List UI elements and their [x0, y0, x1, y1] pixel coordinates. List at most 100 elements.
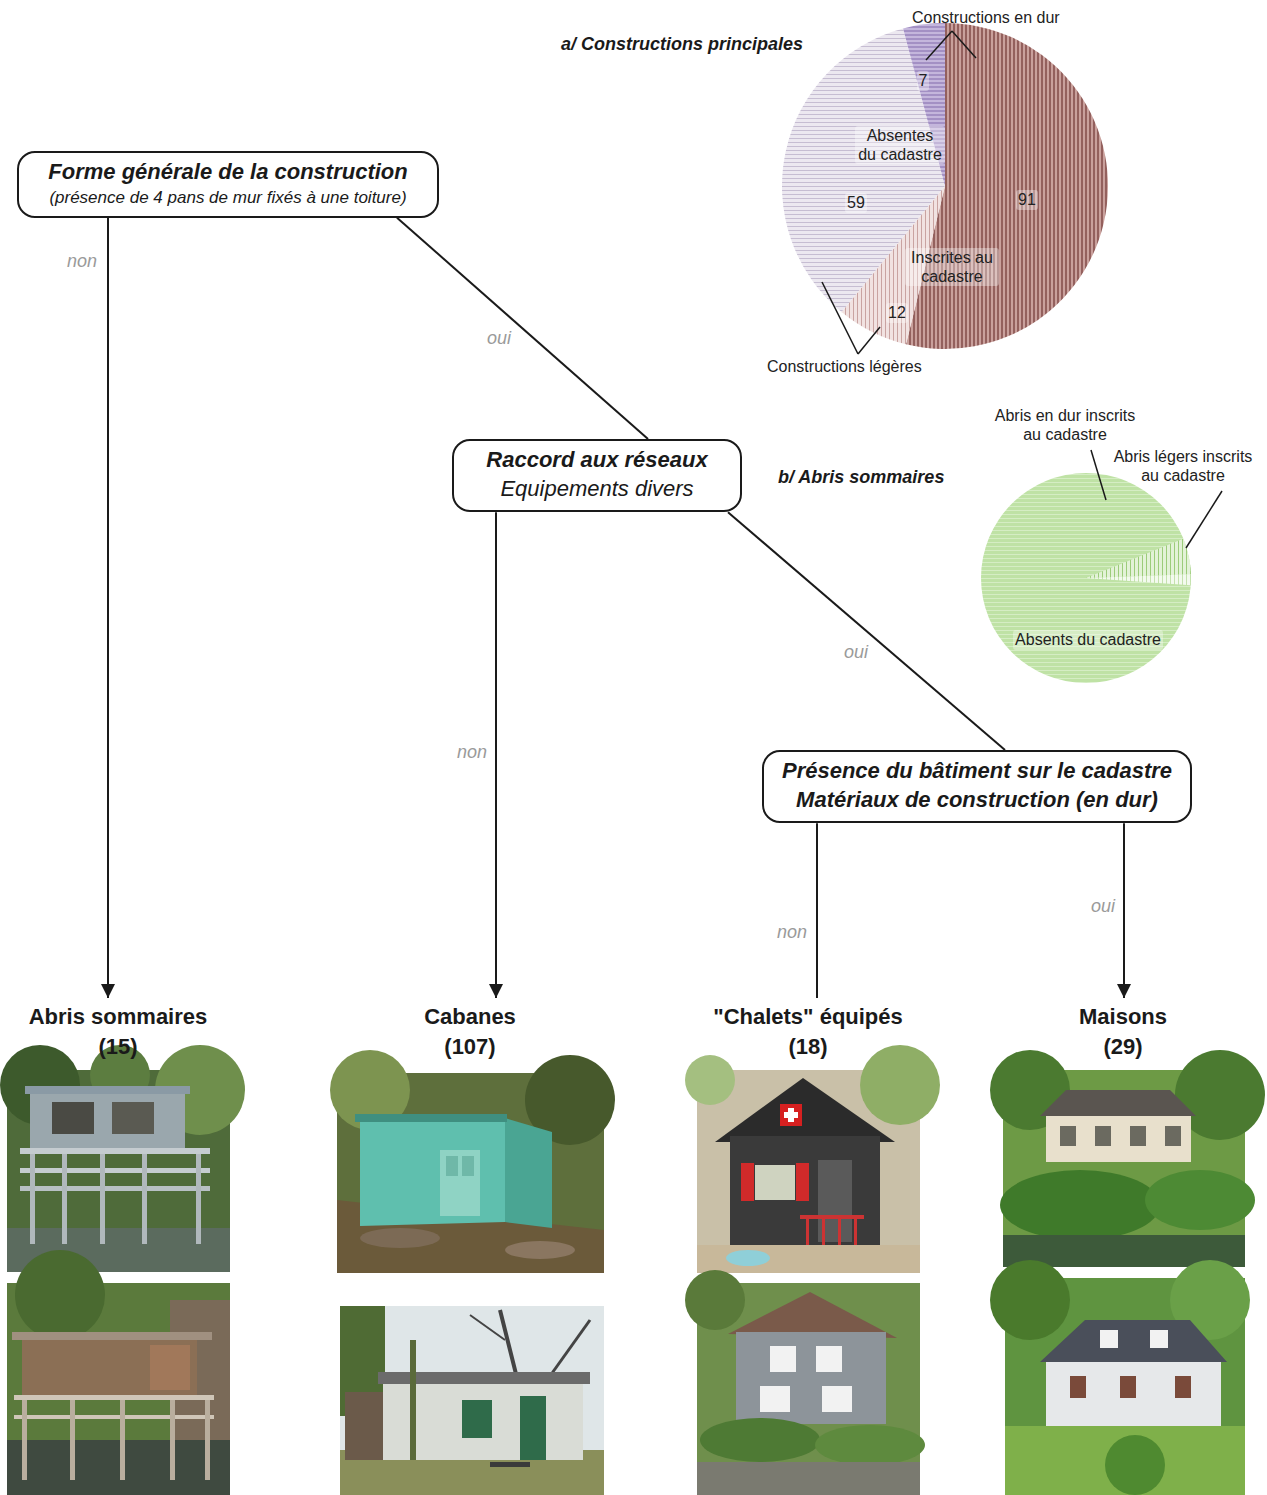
- leader-line: [952, 31, 976, 58]
- photo-chalet: [736, 1332, 886, 1424]
- decision-box: Raccord aux réseauxEquipements divers: [452, 439, 742, 512]
- node-subtitle: (29): [1079, 1032, 1167, 1062]
- photo-abri: [22, 1340, 197, 1398]
- photo-abri: [14, 1395, 214, 1400]
- photo-maison: [1150, 1330, 1168, 1348]
- edge-label: non: [456, 742, 488, 763]
- node-subtitle: Equipements divers: [470, 475, 724, 504]
- decision-box: Forme générale de la construction(présen…: [17, 151, 439, 218]
- pie-slice: [981, 473, 1191, 683]
- leader-line: [822, 282, 858, 354]
- photo-abri: [20, 1186, 210, 1191]
- photo-chalet: [715, 1078, 895, 1142]
- photo-chalet: [760, 1386, 790, 1412]
- decision-box: Présence du bâtiment sur le cadastreMaté…: [762, 750, 1192, 823]
- category-label: "Chalets" équipés(18): [709, 1000, 907, 1063]
- photo-chalet: [815, 1425, 925, 1465]
- photo-abri: [142, 1154, 147, 1244]
- photo-maison: [1000, 1170, 1160, 1240]
- photo-maison: [1046, 1362, 1221, 1426]
- photo-maison: [1040, 1090, 1196, 1116]
- leader-line: [1186, 491, 1222, 548]
- photo-abri: [70, 1400, 75, 1480]
- photo-cabane: [330, 1050, 615, 1273]
- node-subtitle: (18): [713, 1032, 903, 1062]
- photo-cabane: [340, 1306, 604, 1495]
- photo-abri: [20, 1168, 210, 1173]
- photo-abri: [7, 1250, 230, 1495]
- connector-group: [108, 218, 1124, 998]
- photo-maison: [990, 1260, 1070, 1340]
- photo-cabane: [462, 1156, 474, 1176]
- photo-abri: [12, 1332, 212, 1340]
- slice-value: 12: [886, 303, 908, 322]
- node-title: "Chalets" équipés: [713, 1002, 903, 1032]
- photo-cabane: [505, 1241, 575, 1259]
- photo-abri: [7, 1440, 230, 1495]
- edge-label: non: [776, 922, 808, 943]
- photo-abri: [150, 1345, 190, 1390]
- photo-chalet: [770, 1346, 796, 1372]
- photo-chalet: [780, 1104, 802, 1126]
- edge-label: oui: [843, 642, 869, 663]
- photo-chalet: [726, 1250, 770, 1266]
- photo-abri: [170, 1400, 175, 1480]
- photo-cabane: [345, 1392, 385, 1460]
- slice-label: Abris en dur inscrits au cadastre: [990, 406, 1140, 444]
- photo-maison: [1040, 1320, 1227, 1362]
- node-subtitle: Matériaux de construction (en dur): [780, 786, 1174, 815]
- photo-chalet: [784, 1112, 798, 1118]
- photo-cabane: [378, 1372, 590, 1384]
- photo-cabane: [360, 1118, 505, 1226]
- photo-abri: [100, 1154, 105, 1244]
- photo-cabane: [470, 1315, 505, 1340]
- edge-label: non: [66, 251, 98, 272]
- photo-abri: [62, 1154, 67, 1244]
- slice-label: Absents du cadastre: [1013, 630, 1163, 649]
- photo-cabane: [505, 1118, 552, 1228]
- photo-chalet: [822, 1219, 825, 1245]
- node-subtitle: (107): [424, 1032, 516, 1062]
- connector: [397, 218, 648, 439]
- chart-title: b/ Abris sommaires: [778, 467, 944, 489]
- photo-chalet: [741, 1163, 754, 1201]
- photo-cabane: [340, 1306, 604, 1495]
- leader-line: [926, 31, 952, 60]
- node-title: Cabanes: [424, 1002, 516, 1032]
- photo-maison: [1046, 1116, 1191, 1162]
- photo-chalet: [728, 1292, 897, 1338]
- photo-maison: [1005, 1426, 1245, 1495]
- connector: [816, 823, 818, 998]
- photo-maison: [1095, 1126, 1111, 1146]
- photo-cabane: [446, 1156, 458, 1176]
- photo-abri: [52, 1102, 94, 1134]
- connector: [107, 218, 109, 998]
- photo-maison: [1120, 1376, 1136, 1398]
- photo-abri: [25, 1086, 190, 1094]
- photo-abri: [14, 1415, 214, 1419]
- category-label: Cabanes(107): [420, 1000, 520, 1063]
- photo-chalet: [700, 1418, 820, 1462]
- node-subtitle: (15): [29, 1032, 208, 1062]
- photo-chalet: [806, 1219, 809, 1245]
- node-title: Présence du bâtiment sur le cadastre: [780, 757, 1174, 786]
- photo-abri: [205, 1400, 210, 1480]
- photo-maison: [1145, 1170, 1255, 1230]
- photo-abri: [22, 1400, 27, 1480]
- photo-chalet: [822, 1386, 852, 1412]
- photo-cabane: [520, 1396, 546, 1460]
- photo-maison: [990, 1050, 1265, 1267]
- chart-title: a/ Constructions principales: [561, 34, 803, 56]
- edge-label: oui: [486, 328, 512, 349]
- pie-chart: [981, 473, 1191, 683]
- edge-label: oui: [1090, 896, 1116, 917]
- photo-chalet: [838, 1219, 841, 1245]
- photo-maison: [1060, 1126, 1076, 1146]
- node-title: Abris sommaires: [29, 1002, 208, 1032]
- photo-maison: [1070, 1376, 1086, 1398]
- photo-cabane: [360, 1228, 440, 1248]
- photo-cabane: [410, 1340, 416, 1460]
- node-subtitle: (présence de 4 pans de mur fixés à une t…: [35, 187, 421, 209]
- photo-maison: [1105, 1435, 1165, 1495]
